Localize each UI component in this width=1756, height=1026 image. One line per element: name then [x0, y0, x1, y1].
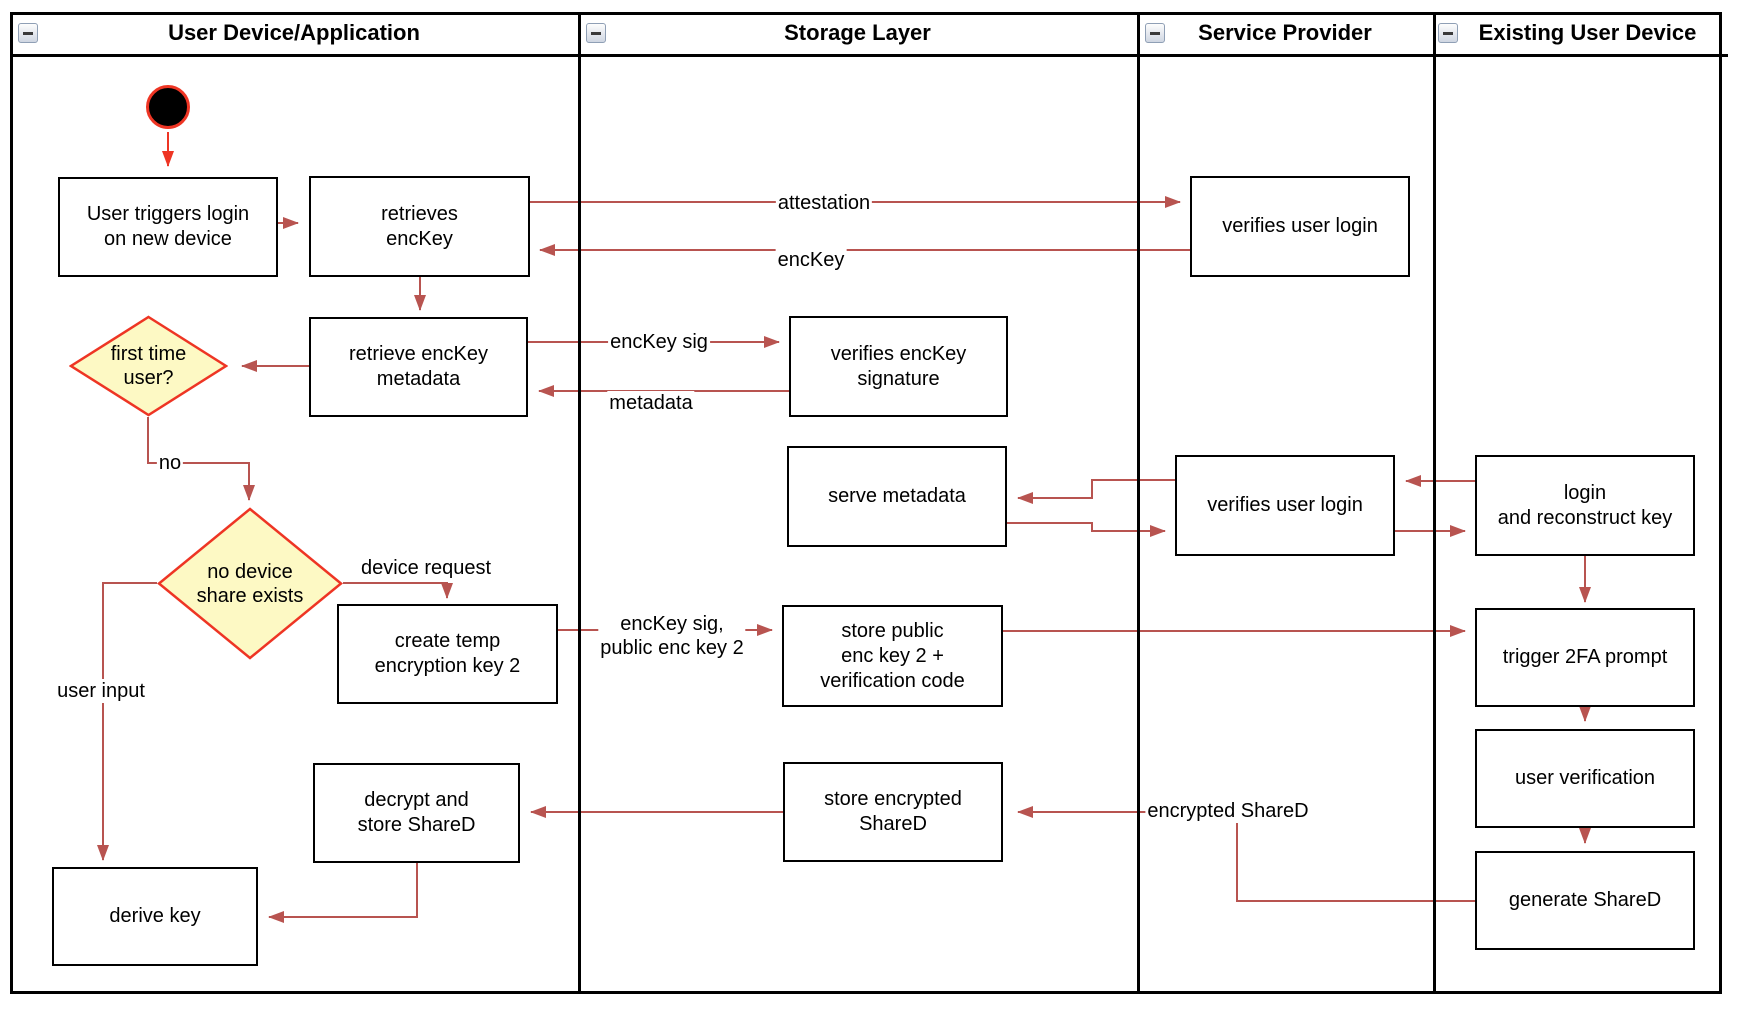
collapse-lane-icon[interactable]	[1145, 23, 1165, 43]
node-verifies-user-login-1[interactable]: verifies user login	[1190, 176, 1410, 277]
lane-title: Existing User Device	[1478, 20, 1697, 45]
edge-label-encrypted-shared: encrypted ShareD	[1145, 799, 1311, 823]
lane-header-service-provider: Service Provider	[1137, 12, 1433, 57]
node-serve-metadata[interactable]: serve metadata	[787, 446, 1007, 547]
decision-label: no device share exists	[196, 560, 304, 607]
lane-header-user-device: User Device/Application	[10, 12, 578, 57]
decision-first-time-user[interactable]: first time user?	[69, 315, 228, 417]
lane-title: Storage Layer	[784, 20, 931, 45]
lane-divider-2	[1137, 12, 1140, 994]
edge-label-enckey: encKey	[775, 248, 847, 272]
edge-label-enckey-sig: encKey sig	[608, 330, 710, 354]
lane-header-existing-device: Existing User Device	[1433, 12, 1728, 57]
collapse-lane-icon[interactable]	[586, 23, 606, 43]
lane-divider-1	[578, 12, 581, 994]
node-user-verification[interactable]: user verification	[1475, 729, 1695, 828]
diagram-frame	[10, 12, 1722, 994]
node-create-temp-key[interactable]: create temp encryption key 2	[337, 604, 558, 704]
decision-label: first time user?	[110, 343, 187, 389]
collapse-lane-icon[interactable]	[1438, 23, 1458, 43]
node-retrieve-enckey-metadata[interactable]: retrieve encKey metadata	[309, 317, 528, 417]
node-verifies-user-login-2[interactable]: verifies user login	[1175, 455, 1395, 556]
edge-label-metadata: metadata	[607, 391, 695, 415]
edge-label-device-request: device request	[358, 556, 494, 580]
lane-title: User Device/Application	[168, 20, 420, 45]
node-generate-shared[interactable]: generate ShareD	[1475, 851, 1695, 950]
node-login-reconstruct-key[interactable]: login and reconstruct key	[1475, 455, 1695, 556]
decision-no-device-share[interactable]: no device share exists	[157, 507, 343, 660]
edge-label-enckey-sig-public: encKey sig, public enc key 2	[598, 612, 746, 660]
lane-title: Service Provider	[1198, 20, 1372, 45]
collapse-lane-icon[interactable]	[18, 23, 38, 43]
node-retrieves-enckey[interactable]: retrieves encKey	[309, 176, 530, 277]
edge-label-attestation: attestation	[775, 191, 873, 215]
node-store-public-key[interactable]: store public enc key 2 + verification co…	[782, 605, 1003, 707]
start-node[interactable]	[146, 85, 190, 129]
node-decrypt-store-shared[interactable]: decrypt and store ShareD	[313, 763, 520, 863]
node-user-triggers-login[interactable]: User triggers login on new device	[58, 177, 278, 277]
node-verifies-enckey-signature[interactable]: verifies encKey signature	[789, 316, 1008, 417]
node-store-encrypted-shared[interactable]: store encrypted ShareD	[783, 762, 1003, 862]
lane-header-storage-layer: Storage Layer	[578, 12, 1137, 57]
node-trigger-2fa[interactable]: trigger 2FA prompt	[1475, 608, 1695, 707]
lane-divider-3	[1433, 12, 1436, 994]
node-derive-key[interactable]: derive key	[52, 867, 258, 966]
edge-label-user-input: user input	[55, 679, 147, 703]
edge-label-no: no	[156, 451, 184, 475]
